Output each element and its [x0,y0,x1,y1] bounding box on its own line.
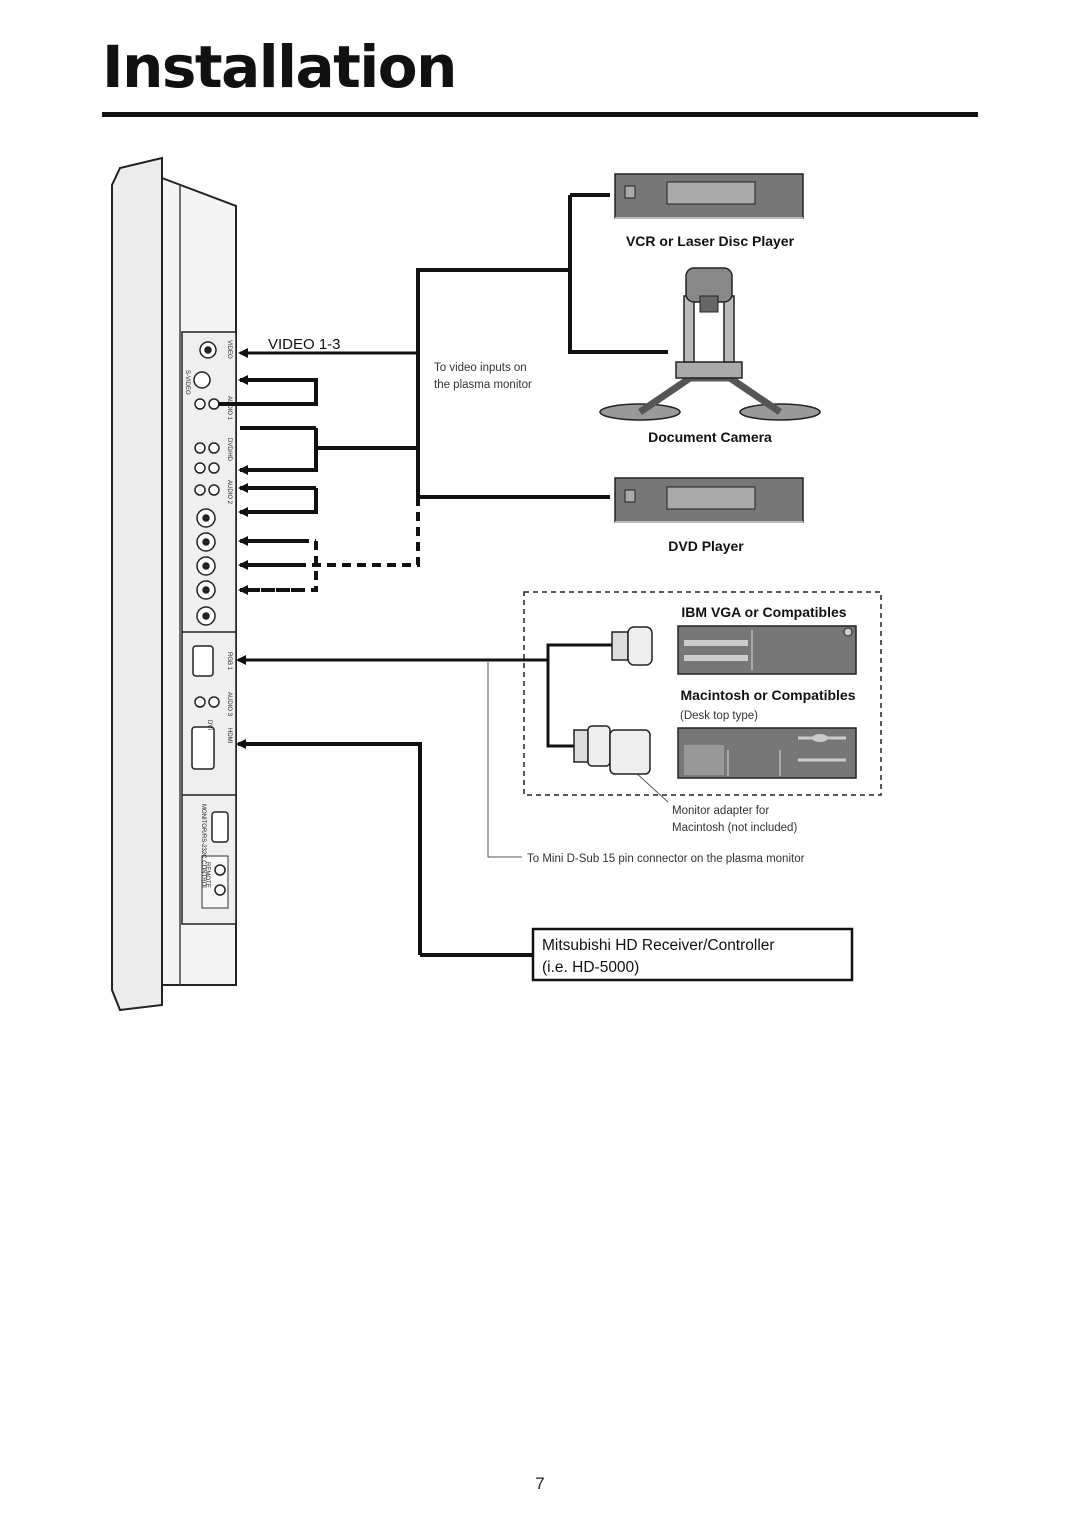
mac-adapter-connector [573,725,651,775]
title-rule [102,112,978,117]
diagram-labels: VIDEO 1-3 To video inputs on the plasma … [268,233,856,976]
desk-top-type-label: (Desk top type) [680,710,758,722]
plasma-monitor [111,156,237,1012]
panel-label-s-video: S-VIDEO [184,370,190,395]
page-title: Installation [102,33,457,101]
monitor-bezel [111,156,163,1012]
computers-dashed-box [523,591,882,796]
mini-dsub-leader [487,662,522,858]
receiver-label-line2: (i.e. HD-5000) [542,959,639,976]
optional-component-lines [238,497,420,595]
monitor-adapter-leader [634,771,669,803]
document-camera [599,267,821,421]
vcr-device [614,173,804,219]
panel-label-rgb1: RGB 1 [226,652,232,671]
macintosh-label: Macintosh or Compatibles [680,687,855,703]
audio2-cable [238,488,318,517]
dvd-player-device [614,477,804,523]
page-number: 7 [535,1474,545,1493]
video-1-3-label: VIDEO 1-3 [268,336,341,353]
to-video-inputs-line2: the plasma monitor [434,379,532,391]
macintosh-device [677,727,857,779]
panel-label-monitor-control: MONITOR/RS-232C CONTROL [200,804,206,890]
panel-label-remote: REMOTE [204,862,210,888]
panel-label-group: VIDEO S-VIDEO AUDIO 1 DVD/HD AUDIO 2 RGB… [184,340,232,890]
s-video-jack [193,371,211,389]
panel-label-audio1: AUDIO 1 [226,396,232,421]
receiver-box [531,927,854,982]
pc-connection-lines [236,643,614,957]
mini-dsub-label: To Mini D-Sub 15 pin connector on the pl… [527,853,805,865]
vga-connector [611,626,653,666]
dvd-label: DVD Player [668,538,744,554]
ibm-pc-device [677,625,857,675]
monitor-adapter-line2: Macintosh (not included) [672,822,797,834]
document-camera-label: Document Camera [648,429,772,445]
receiver-label-line1: Mitsubishi HD Receiver/Controller [542,937,775,954]
panel-label-hdmi: HDMI [226,728,232,744]
vcr-label: VCR or Laser Disc Player [626,233,795,249]
panel-label-dvi: DVI [206,720,212,730]
video-connection-lines [218,193,668,517]
dvi-connector [191,726,215,770]
rs232c-connector [211,811,229,843]
ibm-vga-label: IBM VGA or Compatibles [681,604,846,620]
panel-label-audio2: AUDIO 2 [226,480,232,505]
to-video-inputs-line1: To video inputs on [434,362,527,374]
dvi-cable [236,739,422,955]
rgb1-connector [192,645,214,677]
panel-label-dvd-hd: DVD/HD [226,438,232,462]
panel-jacks [191,341,229,896]
monitor-adapter-line1: Monitor adapter for [672,805,769,817]
panel-label-video: VIDEO [226,340,232,359]
audio1-cable [218,375,318,406]
panel-label-audio3: AUDIO 3 [226,692,232,717]
